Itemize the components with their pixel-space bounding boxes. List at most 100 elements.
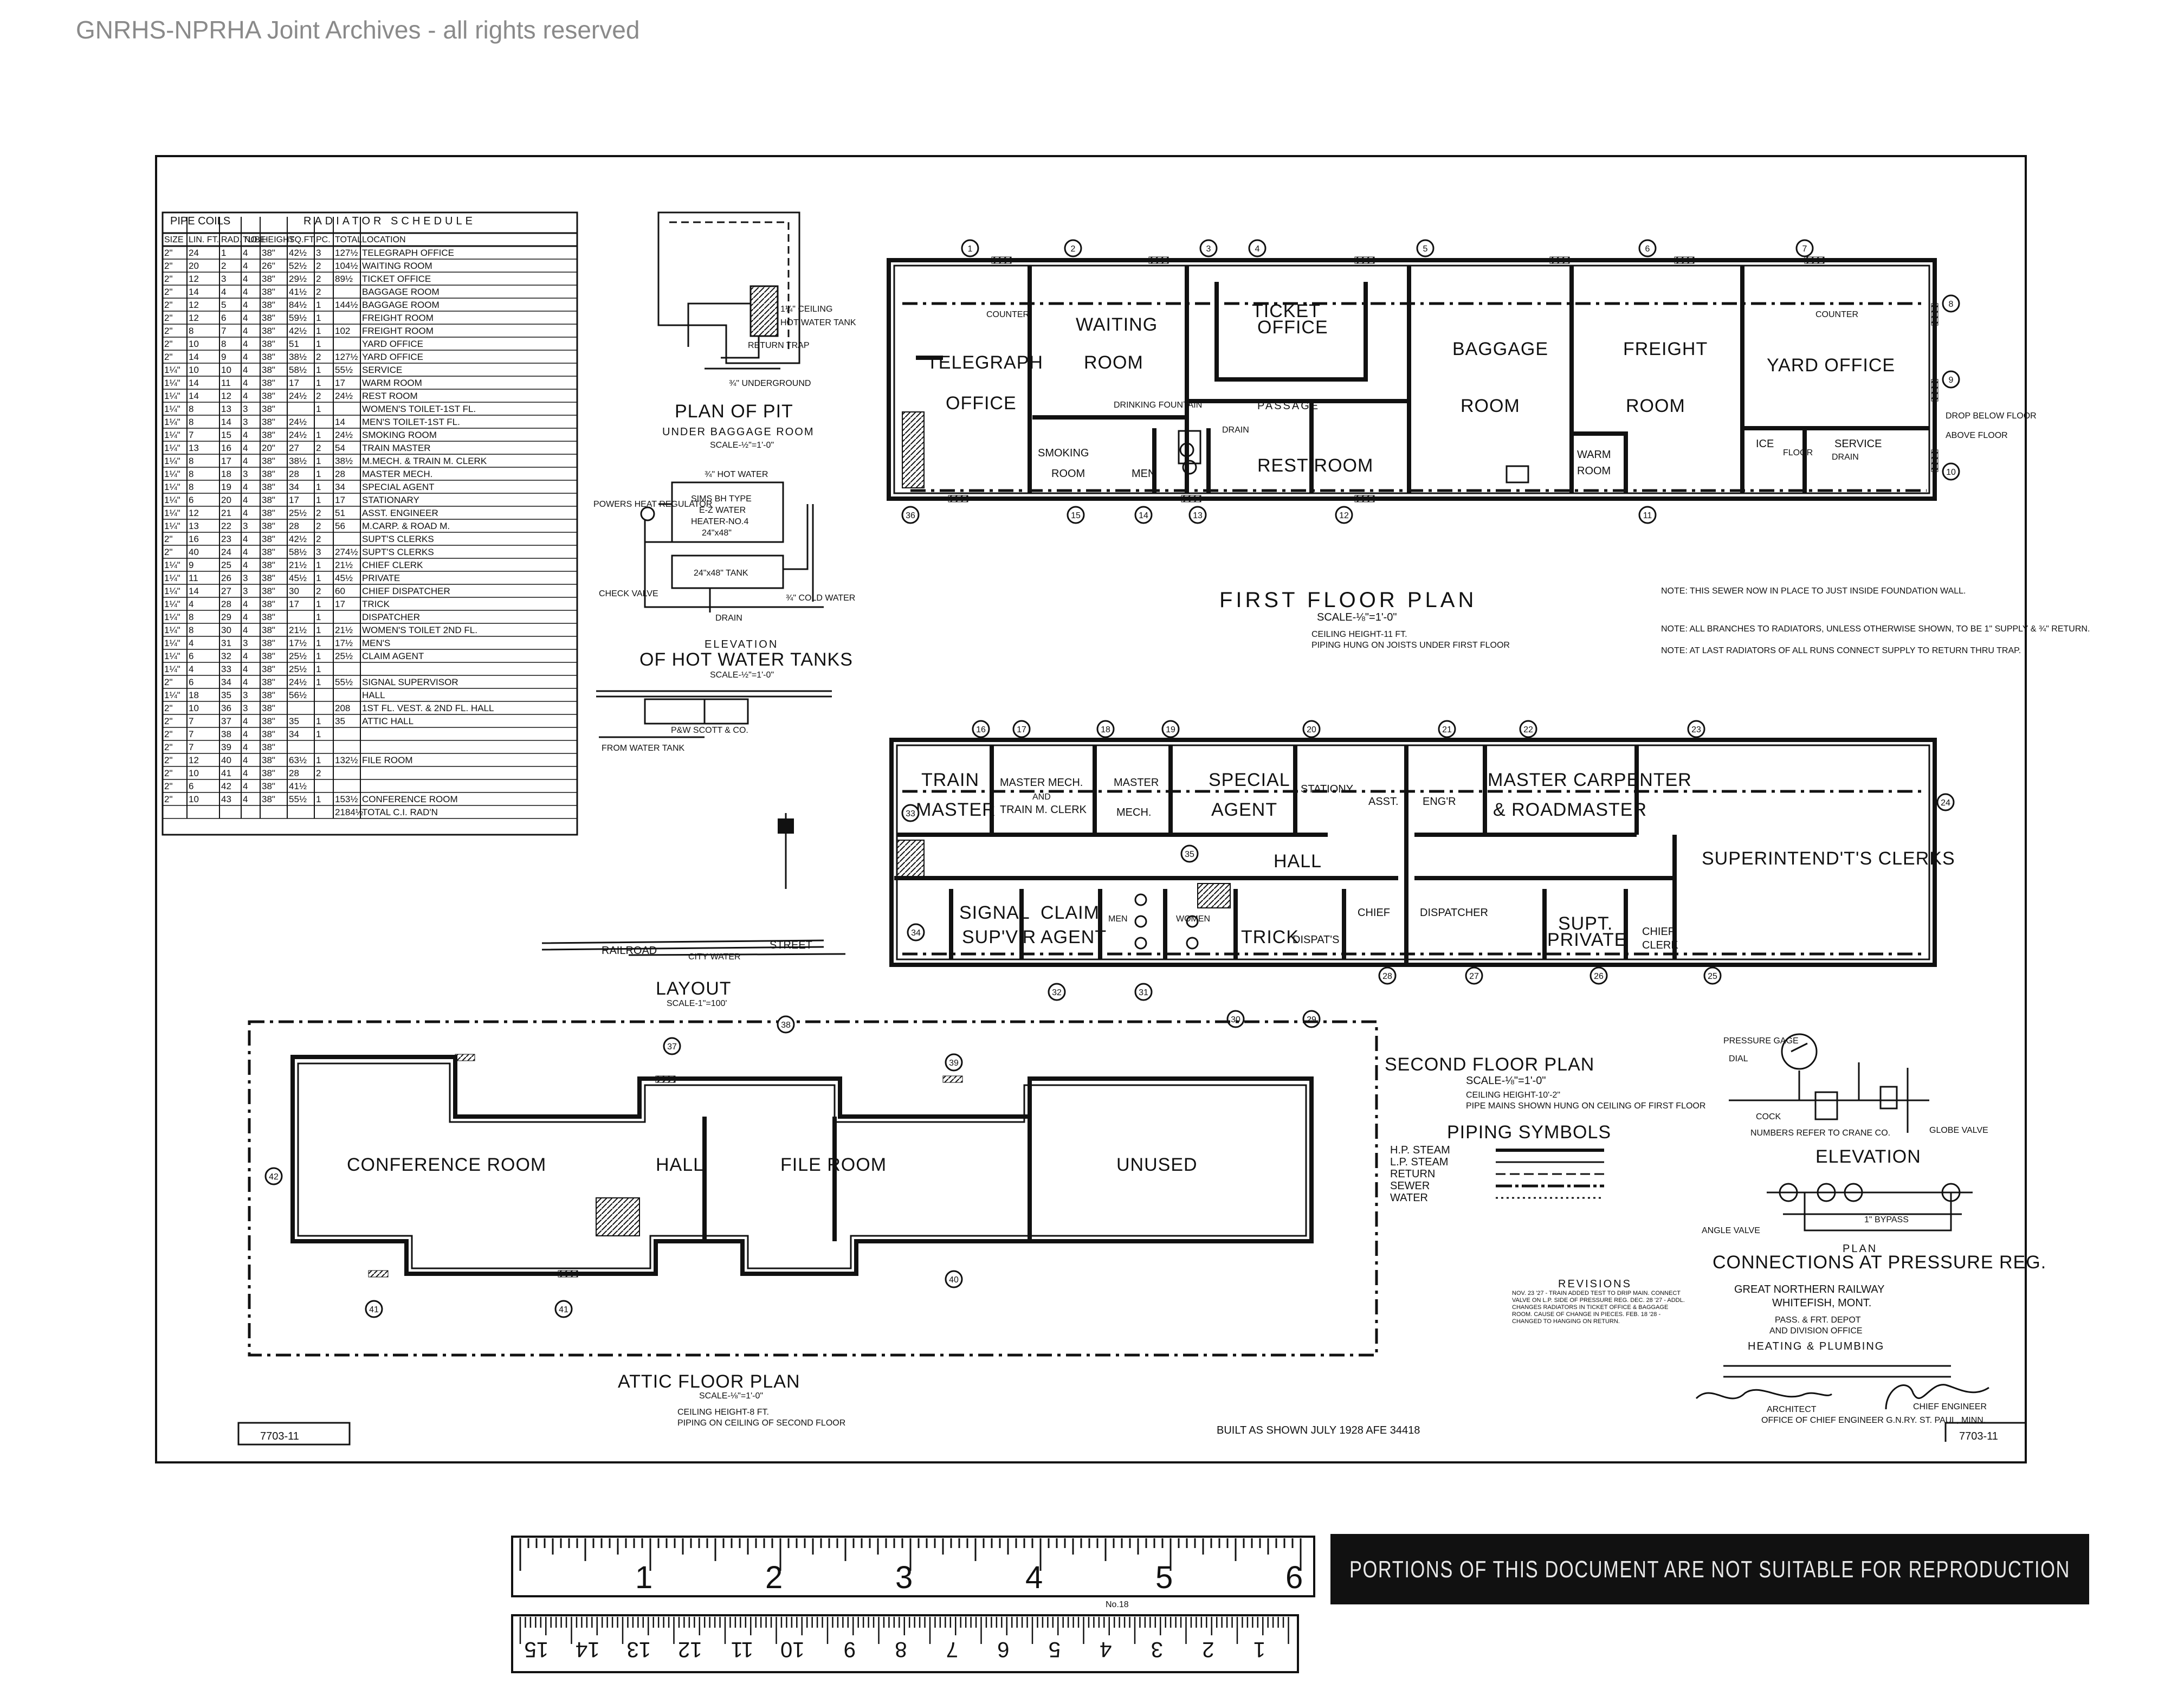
ff-room-warm: WARM xyxy=(1577,449,1611,461)
tb-subject: HEATING & PLUMBING xyxy=(1748,1340,1884,1352)
schedule-cell: 1¼" xyxy=(164,365,180,375)
radiator-tag-number: 4 xyxy=(1255,244,1260,254)
hot-water-tanks-elevation: SIMS BH TYPE E-Z WATER HEATER-NO.4 24"x4… xyxy=(593,470,855,680)
schedule-cell: 6 xyxy=(189,495,193,505)
layout-railroad: RAILROAD xyxy=(602,945,657,957)
schedule-cell: 43 xyxy=(221,794,231,804)
schedule-cell: 42½ xyxy=(289,534,307,544)
pit-label-ceiling: 1¼" CEILING xyxy=(780,305,832,314)
revisions-text: NOV. 23 '27 - TRAIN ADDED TEST TO DRIP M… xyxy=(1512,1290,1685,1325)
cm-number: 3 xyxy=(1151,1637,1163,1661)
sf-room-master-2: MECH. xyxy=(1116,807,1151,818)
schedule-cell: 4 xyxy=(243,599,248,609)
ff-note-ceiling: CEILING HEIGHT-11 FT. xyxy=(1311,630,1407,639)
schedule-cell: 34 xyxy=(289,729,299,739)
radiator-tag: 30 xyxy=(1226,1010,1245,1028)
schedule-cell: 1 xyxy=(316,651,321,661)
schedule-cell: 4 xyxy=(243,391,248,401)
schedule-cell: 12 xyxy=(189,274,199,284)
radiator-tag: 41 xyxy=(365,1300,383,1318)
schedule-cell: 12 xyxy=(189,300,199,310)
engineer-signature xyxy=(1885,1384,1989,1410)
schedule-cell: 4 xyxy=(243,430,248,440)
pressure-gage-icon xyxy=(1781,1033,1818,1070)
layout-city-water: CITY WATER xyxy=(688,952,741,962)
ff-room-ticket: TICKET xyxy=(1252,301,1321,321)
schedule-cell: HALL xyxy=(362,690,385,700)
schedule-cell: 38½ xyxy=(335,456,353,466)
schedule-cell: 38" xyxy=(262,287,275,297)
schedule-cell: 55½ xyxy=(289,794,307,804)
schedule-cell: 25½ xyxy=(289,664,307,674)
schedule-cell: 1 xyxy=(316,716,321,726)
attic-room-file: FILE ROOM xyxy=(780,1155,887,1175)
cm-number: 5 xyxy=(1049,1637,1061,1661)
reg-label-angle: ANGLE VALVE xyxy=(1702,1226,1760,1235)
schedule-cell: 1¼" xyxy=(164,378,180,388)
schedule-cell: 34 xyxy=(221,677,231,687)
reg-connections-title: CONNECTIONS AT PRESSURE REG. xyxy=(1713,1252,2046,1273)
radiator-tag: 34 xyxy=(907,923,925,942)
radiator-tag-number: 25 xyxy=(1708,972,1717,981)
schedule-cell: 4 xyxy=(243,352,248,362)
schedule-cell: 1 xyxy=(316,404,321,414)
schedule-cell: 22 xyxy=(221,521,231,531)
hw-label-hot: ¾" HOT WATER xyxy=(705,470,768,479)
schedule-cell: 2 xyxy=(221,261,226,271)
ff-room-baggage: BAGGAGE xyxy=(1452,339,1548,359)
schedule-cell: 6 xyxy=(189,677,193,687)
schedule-cell: TRICK xyxy=(362,599,390,609)
ff-title: FIRST FLOOR PLAN xyxy=(1219,588,1477,612)
schedule-cell: 40 xyxy=(221,755,231,765)
schedule-cell: WOMEN'S TOILET 2ND FL. xyxy=(362,625,477,635)
schedule-cell: 14 xyxy=(189,586,199,596)
radiator-tag-number: 32 xyxy=(1052,988,1062,997)
schedule-cell: M.MECH. & TRAIN M. CLERK xyxy=(362,456,487,466)
schedule-cell: 38" xyxy=(262,482,275,492)
first-floor-notes: NOTE: THIS SEWER NOW IN PLACE TO JUST IN… xyxy=(1661,586,2090,655)
revisions-block: REVISIONS NOV. 23 '27 - TRAIN ADDED TEST… xyxy=(1512,1278,1685,1325)
inch-number: 5 xyxy=(1155,1560,1173,1595)
schedule-cell: MEN'S xyxy=(362,638,390,648)
radiator-tag-number: 1 xyxy=(968,244,973,254)
schedule-cell: 38" xyxy=(262,573,275,583)
schedule-cell: 38" xyxy=(262,690,275,700)
schedule-cell: 38" xyxy=(262,677,275,687)
attic-note-ceiling: CEILING HEIGHT-8 FT. xyxy=(677,1408,769,1417)
schedule-cell: 24½ xyxy=(335,391,353,401)
ff-room-men: MEN xyxy=(1132,468,1155,480)
ff-room-smoking: SMOKING xyxy=(1038,447,1089,459)
radiator-tag: 11 xyxy=(1638,506,1657,524)
radiator-tag-number: 12 xyxy=(1339,511,1349,520)
schedule-cell: 153½ xyxy=(335,794,358,804)
sf-room-women: WOMEN xyxy=(1176,914,1210,924)
radiator-tag-number: 33 xyxy=(906,809,915,818)
schedule-cell: 17 xyxy=(335,378,345,388)
schedule-cell: 38" xyxy=(262,300,275,310)
schedule-cell: 17½ xyxy=(335,638,353,648)
schedule-cell: 25½ xyxy=(335,651,353,661)
sf-room-engr: ENG'R xyxy=(1423,796,1456,808)
schedule-cell: CHIEF DISPATCHER xyxy=(362,586,450,596)
schedule-cell: 12 xyxy=(221,391,231,401)
schedule-cell: 17½ xyxy=(289,638,307,648)
attic-title: ATTIC FLOOR PLAN xyxy=(618,1371,800,1392)
schedule-title: RADIATOR SCHEDULE xyxy=(303,215,476,227)
schedule-cell: 2 xyxy=(316,521,321,531)
schedule-cell: 2 xyxy=(316,352,321,362)
pit-label-tank: HOT WATER TANK xyxy=(780,318,856,327)
schedule-cell: 1¼" xyxy=(164,482,180,492)
schedule-cell: 21 xyxy=(221,508,231,518)
pit-label-trap: RETURN TRAP xyxy=(748,341,810,350)
sf-room-carpenter-2: & ROADMASTER xyxy=(1493,799,1647,820)
schedule-cell: 38" xyxy=(262,495,275,505)
schedule-cell: 1¼" xyxy=(164,469,180,479)
radiator-tag-number: 3 xyxy=(1206,244,1211,254)
schedule-cell: 30 xyxy=(289,586,299,596)
radiator-tag: 7 xyxy=(1795,239,1814,257)
schedule-cell: 2" xyxy=(164,352,173,362)
schedule-cell: 14 xyxy=(189,391,199,401)
schedule-cell: 38" xyxy=(262,430,275,440)
